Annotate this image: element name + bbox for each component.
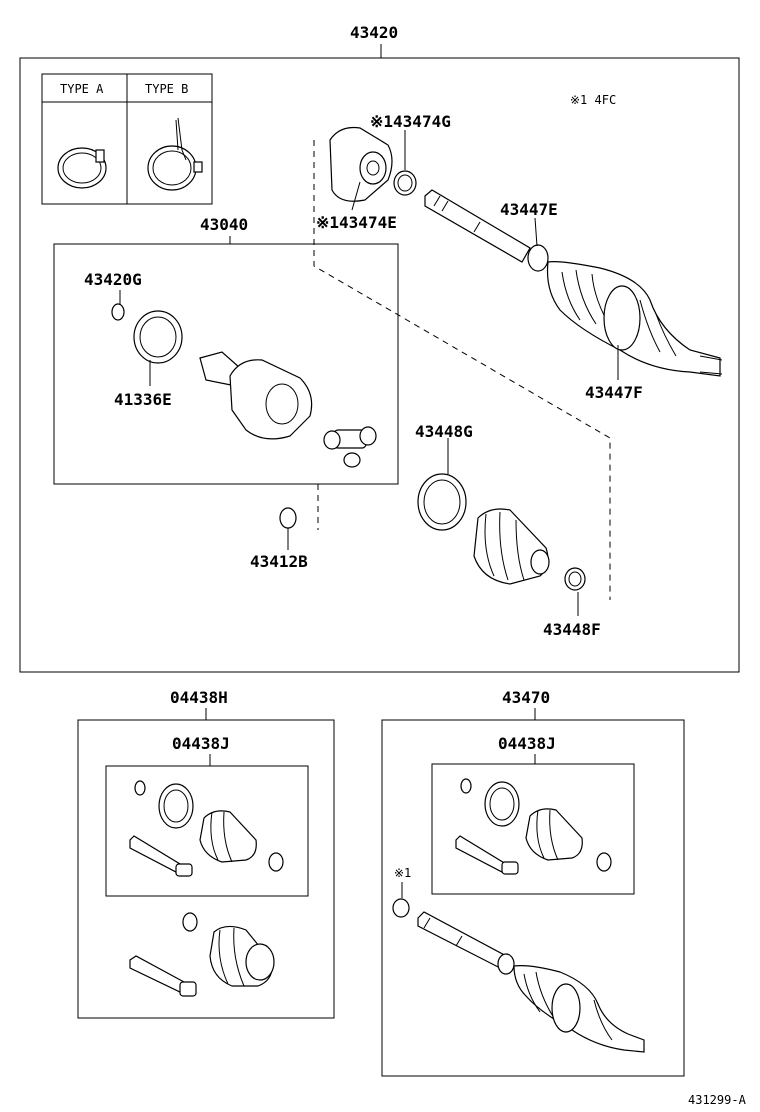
- note-4fc: ※1 4FC: [570, 93, 616, 107]
- part-43447F-label: 43447F: [585, 383, 643, 402]
- type-b-label: TYPE B: [145, 82, 188, 96]
- inner-boot-part: [473, 508, 550, 585]
- kit-43470-label: 43470: [502, 688, 550, 707]
- large-boot-band-part: [417, 473, 467, 531]
- kit-left-upper-parts: [129, 780, 284, 877]
- damper-clamp-part: [393, 170, 417, 196]
- outer-race-ring-part: [133, 310, 183, 364]
- part-41336E-label: 41336E: [114, 390, 172, 409]
- kit-right-upper-parts: [455, 778, 612, 875]
- small-boot-band-part: [564, 567, 586, 591]
- part-43447E-label: 43447E: [500, 200, 558, 219]
- type-a-clamp-icon: [57, 147, 107, 189]
- part-43412B-label: 43412B: [250, 552, 308, 571]
- part-43474G-label: ※143474G: [370, 112, 451, 131]
- kit-04438J-right-label: 04438J: [498, 734, 556, 753]
- type-a-label: TYPE A: [60, 82, 104, 96]
- main-assembly-frame: [19, 57, 740, 673]
- kit-04438H-frame: [77, 719, 335, 1019]
- part-43448G-label: 43448G: [415, 422, 473, 441]
- part-43474E-label: ※143474E: [316, 213, 397, 232]
- type-b-clamp-icon: [147, 117, 203, 191]
- kit-right-shaft-assembly: [417, 911, 645, 1053]
- kit-04438H-label: 04438H: [170, 688, 228, 707]
- note-1-label: ※1: [394, 866, 411, 880]
- kit-43470-frame: [381, 719, 685, 1077]
- assembly-43420-label: 43420: [350, 23, 398, 42]
- kit-04438J-right-frame: [431, 763, 635, 895]
- kit-right-clamp-part: [392, 898, 410, 918]
- dynamic-damper-part: [329, 126, 393, 202]
- part-43040-label: 43040: [200, 215, 248, 234]
- kit-04438J-left-frame: [105, 765, 309, 897]
- kit-04438J-left-label: 04438J: [172, 734, 230, 753]
- inner-joint-housing-part: [199, 351, 313, 440]
- circlip-part: [279, 507, 297, 529]
- part-43448F-label: 43448F: [543, 620, 601, 639]
- part-43420G-label: 43420G: [84, 270, 142, 289]
- tripod-spider-part: [323, 426, 377, 468]
- clamp-type-legend: TYPE A TYPE B: [41, 73, 213, 205]
- kit-left-lower-parts: [129, 912, 275, 997]
- inner-joint-frame: [53, 243, 399, 485]
- snap-ring-part: [111, 303, 125, 321]
- outer-shaft-assembly: [424, 189, 723, 377]
- figure-reference: 431299-A: [688, 1093, 747, 1107]
